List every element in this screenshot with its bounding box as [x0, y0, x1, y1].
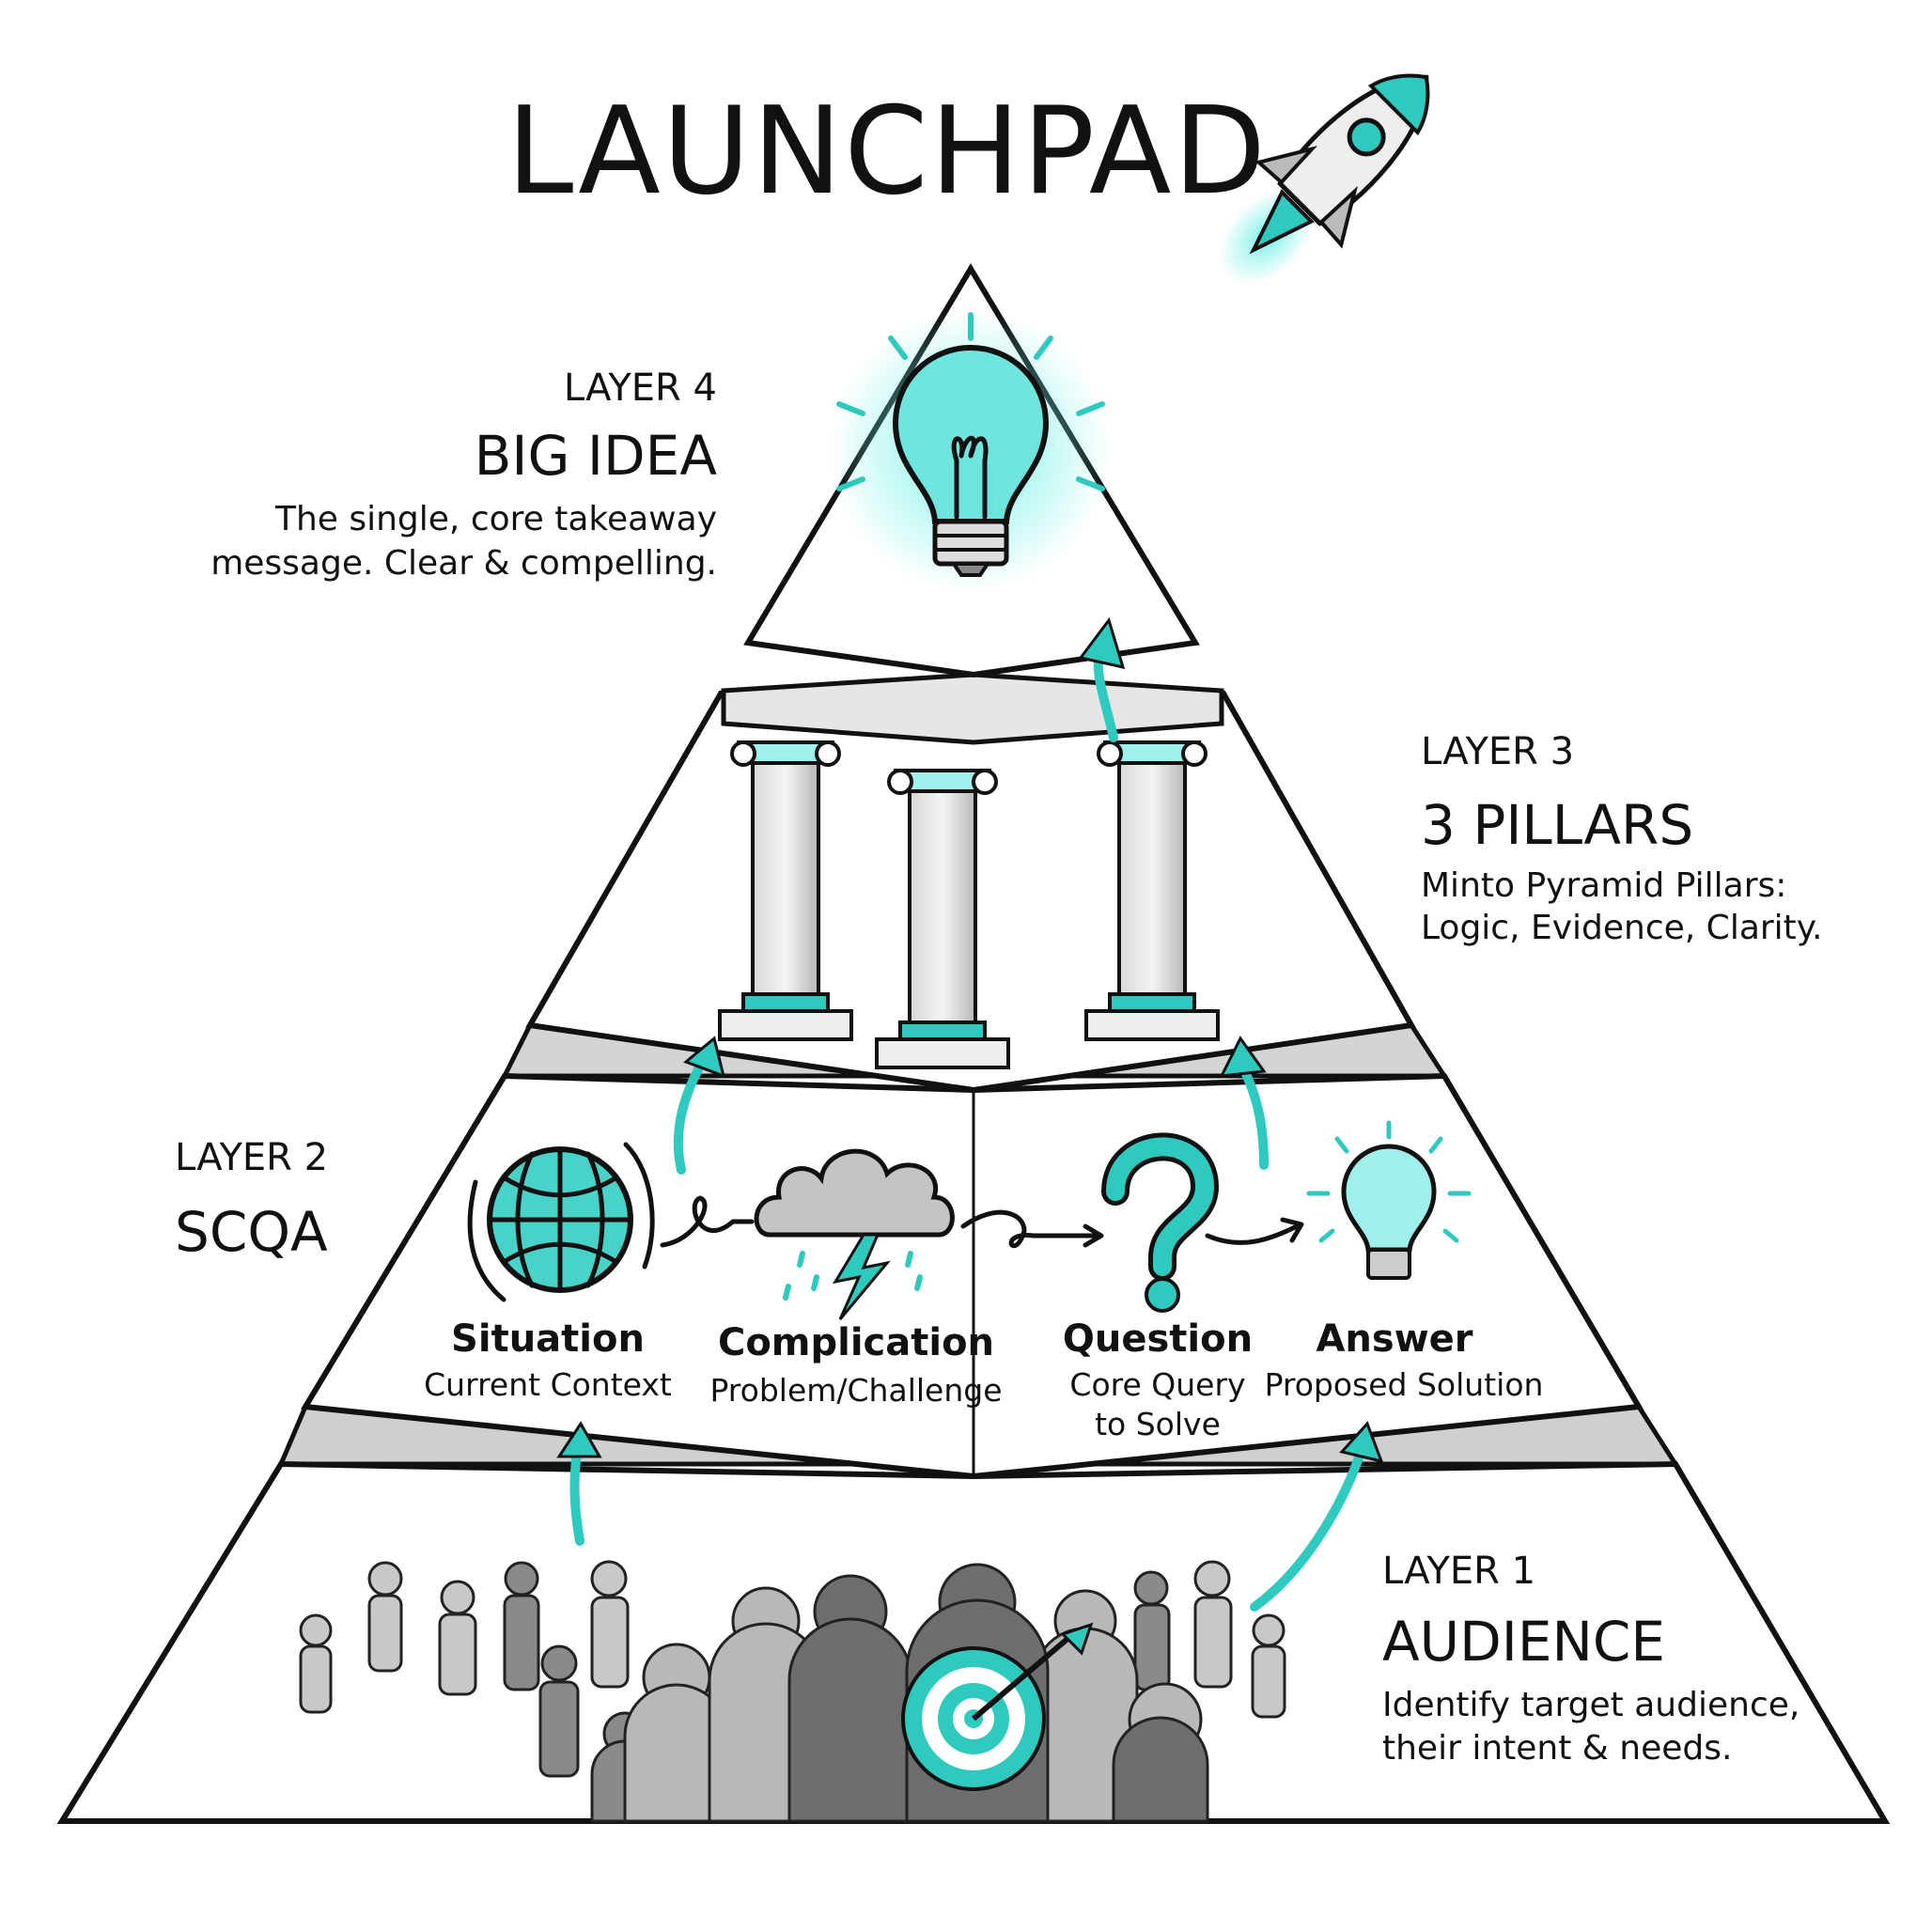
arrow-heads	[556, 616, 1384, 1464]
layer-4-desc-line: message. Clear & compelling.	[210, 544, 717, 583]
scqa-situation-sub: Current Context	[424, 1366, 672, 1403]
layer-4-label: LAYER 4	[564, 366, 717, 410]
scqa-answer-sub: Proposed Solution	[1265, 1366, 1544, 1403]
scqa-situation-title: Situation	[451, 1317, 645, 1361]
rocket-icon	[1219, 73, 1430, 285]
layer-3-name: 3 PILLARS	[1421, 793, 1693, 857]
storm-cloud-icon	[754, 1148, 955, 1320]
flow-arrow-2	[960, 1209, 1104, 1249]
layer-2-name: SCQA	[175, 1200, 328, 1264]
pillars-icon	[718, 740, 1220, 1069]
layer-1-desc-line: their intent & needs.	[1382, 1729, 1732, 1768]
layer-4-desc-line: The single, core takeaway	[274, 500, 717, 538]
scqa-question-title: Question	[1063, 1317, 1253, 1361]
scqa-question-sub: Core Query	[1069, 1366, 1245, 1403]
layer-3-desc-line: Logic, Evidence, Clarity.	[1421, 909, 1822, 947]
page-title: LAUNCHPAD	[506, 82, 1268, 222]
flow-arrow-1	[660, 1195, 755, 1248]
scqa-answer-title: Answer	[1316, 1317, 1472, 1361]
flow-arrow-3	[1205, 1217, 1304, 1245]
target-icon	[901, 1622, 1094, 1791]
lightbulb-glowing-icon	[830, 310, 1112, 592]
layer-1-desc-line: Identify target audience,	[1382, 1686, 1800, 1724]
layer-3-label: LAYER 3	[1421, 730, 1574, 773]
layer-2-label: LAYER 2	[175, 1136, 328, 1179]
scqa-question-sub: to Solve	[1095, 1406, 1221, 1442]
lightbulb-icon	[1306, 1120, 1472, 1280]
layer-1-label: LAYER 1	[1382, 1550, 1535, 1593]
scqa-complication-title: Complication	[718, 1321, 994, 1364]
layer-4-name: BIG IDEA	[475, 424, 718, 488]
audience-people-icon	[299, 1560, 1286, 1823]
scqa-complication-sub: Problem/Challenge	[709, 1372, 1002, 1409]
question-mark-icon	[1101, 1132, 1220, 1313]
globe-icon	[467, 1142, 655, 1302]
layer-1-name: AUDIENCE	[1382, 1610, 1665, 1674]
layer-3-desc-line: Minto Pyramid Pillars:	[1421, 866, 1786, 905]
